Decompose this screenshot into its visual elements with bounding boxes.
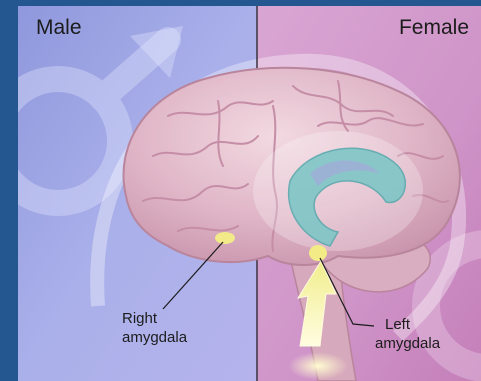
right-amygdala-callout: Right amygdala [122,309,187,347]
male-panel-label: Male [36,16,82,40]
right-amygdala-line2: amygdala [122,328,187,347]
left-amygdala-callout: Left amygdala [375,315,440,353]
left-amygdala-line1: Left [375,315,440,334]
right-amygdala-line1: Right [122,309,187,328]
left-amygdala-marker [309,245,327,261]
brain-figure: Male Female Right amygdala Left amygdala [18,6,481,381]
female-panel-label: Female [399,16,469,40]
signal-glow [288,352,348,380]
right-amygdala-marker [215,232,235,244]
left-amygdala-line2: amygdala [375,334,440,353]
